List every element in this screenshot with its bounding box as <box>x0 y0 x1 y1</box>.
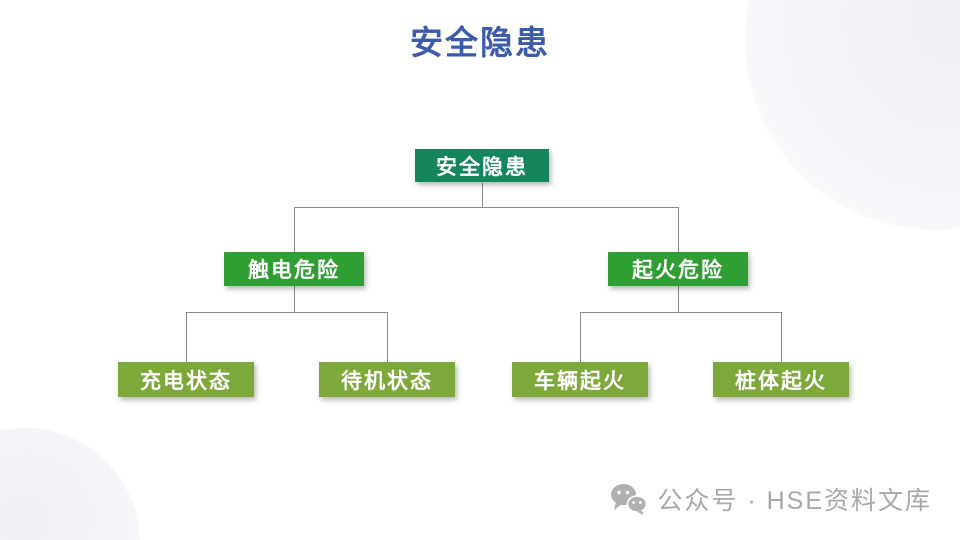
connector-line <box>482 183 483 207</box>
connector-line <box>294 207 678 208</box>
tree-node-pile-fire: 桩体起火 <box>713 362 849 397</box>
tree-node-label: 触电危险 <box>248 259 340 282</box>
connector-line <box>186 312 187 362</box>
tree-node-fire-danger: 起火危险 <box>608 252 748 286</box>
connector-line <box>294 286 295 312</box>
tree-node-label: 起火危险 <box>632 259 724 282</box>
tree-node-label: 待机状态 <box>341 369 433 393</box>
watermark: 公众号 · HSE资料文库 <box>610 481 932 517</box>
watermark-text: 公众号 · HSE资料文库 <box>657 487 932 515</box>
connector-line <box>678 207 679 252</box>
connector-line <box>387 312 388 362</box>
tree-node-charging-state: 充电状态 <box>118 362 254 397</box>
connector-line <box>781 312 782 362</box>
decorative-circle-bottom-left <box>0 428 140 540</box>
tree-node-root: 安全隐患 <box>415 149 549 182</box>
tree-node-label: 充电状态 <box>140 369 232 393</box>
connector-line <box>186 312 387 313</box>
tree-node-electric-shock: 触电危险 <box>224 252 364 286</box>
wechat-icon <box>611 484 648 515</box>
tree-node-label: 桩体起火 <box>735 369 827 393</box>
connector-line <box>294 207 295 252</box>
tree-node-label: 车辆起火 <box>534 369 626 393</box>
tree-node-label: 安全隐患 <box>436 155 528 179</box>
tree-node-vehicle-fire: 车辆起火 <box>512 362 648 397</box>
page-title: 安全隐患 <box>410 24 550 61</box>
connector-line <box>580 312 781 313</box>
connector-line <box>678 286 679 312</box>
tree-node-standby-state: 待机状态 <box>319 362 455 397</box>
connector-line <box>580 312 581 362</box>
